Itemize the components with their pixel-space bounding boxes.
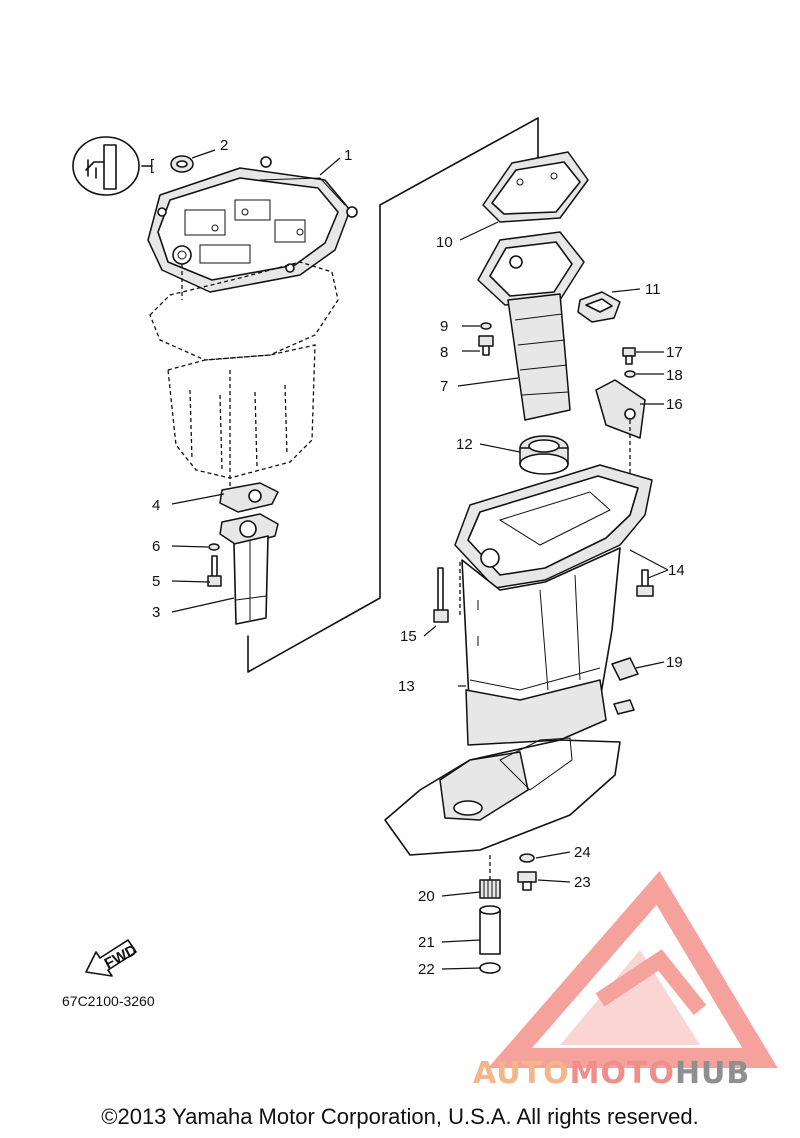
fwd-arrow-icon [85, 939, 137, 977]
assembly-bracket-left [247, 204, 381, 673]
part-6-washer [208, 543, 220, 551]
part-4-gasket [219, 482, 279, 513]
part-8-bolt [478, 335, 494, 356]
part-15-bolt [433, 567, 449, 623]
label-18: 18 [666, 367, 683, 384]
label-1: 1 [344, 147, 352, 164]
part-20-bushing [479, 879, 501, 899]
label-22: 22 [418, 961, 435, 978]
label-6: 6 [152, 538, 160, 555]
part-18-washer [624, 370, 636, 378]
part-19-clip [611, 657, 639, 681]
label-16: 16 [666, 396, 683, 413]
part-23-plug [517, 871, 537, 891]
copyright-footer: ©2013 Yamaha Motor Corporation, U.S.A. A… [101, 1104, 699, 1129]
label-5: 5 [152, 573, 160, 590]
part-9-washer [480, 322, 492, 330]
label-11: 11 [645, 281, 661, 298]
part-number-labels: 1 2 3 4 5 6 7 8 9 10 11 12 13 14 15 16 1… [152, 137, 685, 978]
inset-bracket-text: [ [150, 157, 155, 174]
part-16-plate [595, 379, 646, 439]
part-24-washer [519, 853, 535, 863]
label-2: 2 [220, 137, 228, 154]
label-19: 19 [666, 654, 683, 671]
part-10-gasket [482, 151, 589, 223]
part-5-bolt [207, 555, 222, 587]
part-code: 67C2100-3260 [62, 993, 155, 1009]
part-21-sleeve [479, 905, 501, 955]
part-14-bolt [636, 569, 654, 597]
label-24: 24 [574, 844, 591, 861]
part-22-circlip [479, 962, 501, 974]
label-13: 13 [398, 678, 415, 695]
label-23: 23 [574, 874, 591, 891]
part-2-washer [170, 155, 194, 173]
part-3-pipe [219, 513, 279, 625]
oil-pan-phantom [149, 261, 339, 479]
label-10: 10 [436, 234, 453, 251]
part-17-screw [622, 347, 636, 365]
leader-lines [171, 149, 669, 970]
label-3: 3 [152, 604, 160, 621]
inset-detail [72, 136, 153, 196]
part-12-seal [519, 435, 569, 475]
label-7: 7 [440, 378, 448, 395]
watermark-logo [488, 871, 778, 1068]
watermark-auto: AUTO [473, 1056, 570, 1091]
watermark-hub: HUB [674, 1056, 751, 1091]
part-13-upper-casing [384, 464, 653, 856]
part-7-inner-casing [477, 231, 585, 421]
label-4: 4 [152, 497, 160, 514]
label-15: 15 [400, 628, 417, 645]
part-11-damper [577, 291, 621, 323]
label-17: 17 [666, 344, 683, 361]
label-12: 12 [456, 436, 473, 453]
label-20: 20 [418, 888, 435, 905]
label-8: 8 [440, 344, 448, 361]
watermark-text: AUTOMOTOHUB [473, 1056, 750, 1091]
watermark-moto: MOTO [569, 1056, 675, 1091]
label-9: 9 [440, 318, 448, 335]
label-14: 14 [668, 562, 685, 579]
part-19-clip-lower [613, 699, 635, 715]
part-1-upper-plate [147, 156, 358, 293]
label-21: 21 [418, 934, 435, 951]
